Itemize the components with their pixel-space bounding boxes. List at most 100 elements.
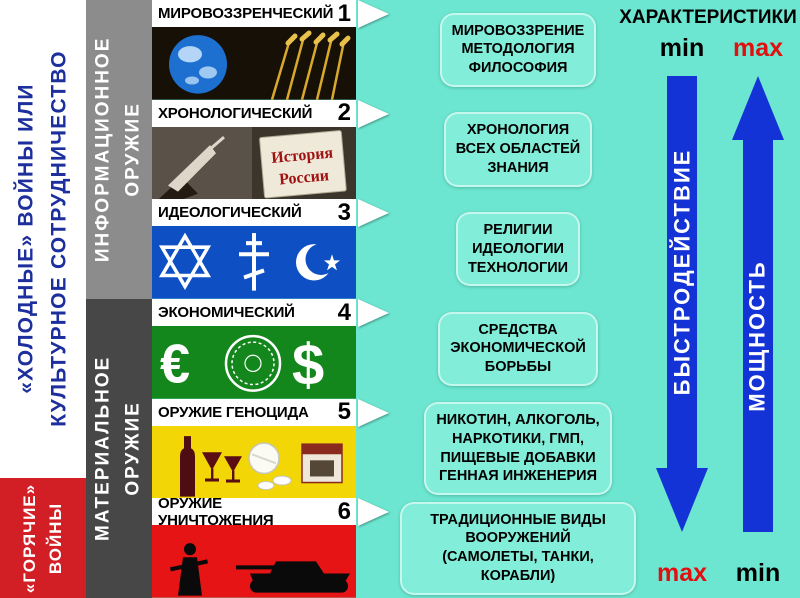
material-weapon-line2: ОРУЖИЕ — [123, 401, 145, 496]
desc-cell-1: МИРОВОЗЗРЕНИЕ МЕТОДОЛОГИЯ ФИЛОСОФИЯ — [400, 0, 642, 100]
power-top-label: max — [732, 34, 784, 62]
speed-arrow-label: БЫСТРОДЕЙСТВИЕ — [669, 148, 694, 396]
priority-number-5: 5 — [337, 398, 351, 426]
cold-wars-column: «ХОЛОДНЫЕ» ВОЙНЫ ИЛИ КУЛЬТУРНОЕ СОТРУДНИ… — [0, 0, 86, 598]
pills-icon — [248, 442, 292, 490]
cold-wars-label-area: «ХОЛОДНЫЕ» ВОЙНЫ ИЛИ КУЛЬТУРНОЕ СОТРУДНИ… — [0, 0, 86, 478]
priority-number-1: 1 — [337, 0, 351, 27]
money-icon: € $ — [152, 326, 356, 399]
desc-cell-2: ХРОНОЛОГИЯ ВСЕХ ОБЛАСТЕЙ ЗНАНИЯ — [400, 100, 642, 200]
alcohol-pills-cigarettes-icon — [152, 425, 356, 499]
desc-cell-3: РЕЛИГИИ ИДЕОЛОГИИ ТЕХНОЛОГИИ — [400, 199, 642, 299]
star-of-david-icon — [158, 232, 212, 291]
priority-label-4: ЭКОНОМИЧЕСКИЙ — [158, 304, 295, 322]
crescent-star-icon — [296, 244, 340, 281]
characteristics-title: ХАРАКТЕРИСТИКИ — [619, 7, 797, 28]
euro-icon: € — [160, 334, 190, 394]
priority-row-6: ОРУЖИЕ УНИЧТОЖЕНИЯ 6 — [152, 495, 642, 598]
arrow-cell-2 — [356, 99, 400, 200]
right-arrow-icon — [358, 498, 389, 527]
priority-block-4: ЭКОНОМИЧЕСКИЙ 4 € $ — [152, 299, 356, 399]
cold-wars-line2: КУЛЬТУРНОЕ СОТРУДНИЧЕСТВО — [47, 50, 71, 428]
right-arrow-icon — [358, 0, 389, 28]
cigarettes-icon — [301, 443, 343, 483]
description-box-3: РЕЛИГИИ ИДЕОЛОГИИ ТЕХНОЛОГИИ — [455, 211, 581, 287]
ideology-image — [152, 226, 356, 300]
worldview-image — [152, 27, 356, 100]
right-arrow-icon — [358, 398, 389, 427]
globe-wheat-icon — [152, 27, 356, 100]
description-text-3: РЕЛИГИИ ИДЕОЛОГИИ ТЕХНОЛОГИИ — [467, 221, 569, 276]
characteristics-panel: ХАРАКТЕРИСТИКИ min max БЫСТРОДЕЙСТВИЕ МО… — [619, 0, 800, 598]
description-text-2: ХРОНОЛОГИЯ ВСЕХ ОБЛАСТЕЙ ЗНАНИЯ — [455, 122, 581, 176]
book-title-line1: История — [271, 144, 334, 166]
right-arrow-icon — [358, 99, 389, 128]
priority-header-1: МИРОВОЗЗРЕНЧЕСКИЙ 1 — [152, 0, 356, 27]
wine-bottle-icon — [180, 435, 195, 497]
hot-wars-box: «ГОРЯЧИЕ» ВОЙНЫ — [0, 478, 86, 598]
priority-row-3: ИДЕОЛОГИЧЕСКИЙ 3 — [152, 198, 642, 300]
right-arrow-icon — [358, 299, 389, 328]
priority-block-5: ОРУЖИЕ ГЕНОЦИДА 5 — [152, 398, 356, 499]
priority-header-4: ЭКОНОМИЧЕСКИЙ 4 — [152, 298, 356, 327]
religions-icon — [152, 226, 356, 300]
speed-bottom-label: max — [656, 559, 708, 587]
arrow-cell-3 — [356, 199, 400, 299]
desc-cell-6: ТРАДИЦИОННЫЕ ВИДЫ ВООРУЖЕНИЙ (САМОЛЕТЫ, … — [400, 498, 642, 598]
description-text-1: МИРОВОЗЗРЕНИЕ МЕТОДОЛОГИЯ ФИЛОСОФИЯ — [451, 22, 585, 77]
power-arrow-up-icon: МОЩНОСТЬ — [732, 76, 784, 532]
information-weapon-line2: ОРУЖИЕ — [123, 102, 144, 197]
priority-number-3: 3 — [337, 198, 351, 226]
priority-block-2: ХРОНОЛОГИЧЕСКИЙ 2 История России — [152, 99, 356, 200]
orthodox-cross-icon — [239, 233, 269, 291]
economic-image: € $ — [152, 326, 356, 399]
desc-cell-4: СРЕДСТВА ЭКОНОМИЧЕСКОЙ БОРЬБЫ — [400, 299, 642, 399]
soldier-icon — [169, 543, 209, 597]
priority-header-5: ОРУЖИЕ ГЕНОЦИДА 5 — [152, 398, 356, 426]
description-text-6: ТРАДИЦИОННЫЕ ВИДЫ ВООРУЖЕНИЙ (САМОЛЕТЫ, … — [430, 511, 606, 585]
writing-hand-book-icon: История России — [152, 126, 356, 200]
priority-row-4: ЭКОНОМИЧЕСКИЙ 4 € $ — [152, 299, 642, 399]
description-text-4: СРЕДСТВА ЭКОНОМИЧЕСКОЙ БОРЬБЫ — [450, 321, 586, 376]
cold-wars-line1: «ХОЛОДНЫЕ» ВОЙНЫ ИЛИ — [14, 83, 38, 395]
description-text-5: НИКОТИН, АЛКОГОЛЬ, НАРКОТИКИ, ГМП, ПИЩЕВ… — [436, 411, 600, 485]
priorities-rows: МИРОВОЗЗРЕНЧЕСКИЙ 1 — [152, 0, 642, 598]
priority-label-3: ИДЕОЛОГИЧЕСКИЙ — [158, 204, 302, 222]
priority-label-5: ОРУЖИЕ ГЕНОЦИДА — [158, 403, 309, 421]
dollar-icon: $ — [292, 332, 324, 397]
coin-icon — [224, 334, 282, 392]
priority-label-1: МИРОВОЗЗРЕНЧЕСКИЙ — [158, 5, 334, 22]
speed-top-label: min — [659, 34, 705, 62]
priority-number-4: 4 — [337, 298, 351, 326]
description-box-6: ТРАДИЦИОННЫЕ ВИДЫ ВООРУЖЕНИЙ (САМОЛЕТЫ, … — [400, 501, 636, 595]
priority-label-6: ОРУЖИЕ УНИЧТОЖЕНИЯ — [158, 494, 274, 529]
description-box-5: НИКОТИН, АЛКОГОЛЬ, НАРКОТИКИ, ГМП, ПИЩЕВ… — [424, 401, 612, 496]
hot-wars-line1: «ГОРЯЧИЕ» — [20, 483, 40, 593]
priority-header-3: ИДЕОЛОГИЧЕСКИЙ 3 — [152, 198, 356, 227]
hot-wars-line2: ВОЙНЫ — [46, 502, 65, 574]
description-box-4: СРЕДСТВА ЭКОНОМИЧЕСКОЙ БОРЬБЫ — [438, 311, 598, 387]
soldier-tank-icon — [152, 525, 356, 598]
priority-block-6: ОРУЖИЕ УНИЧТОЖЕНИЯ 6 — [152, 495, 356, 598]
speed-arrow-down-icon: БЫСТРОДЕЙСТВИЕ — [656, 76, 708, 532]
wine-glass-icon — [202, 451, 242, 483]
priority-label-2: ХРОНОЛОГИЧЕСКИЙ — [158, 104, 313, 122]
power-bottom-label: min — [735, 559, 781, 587]
destruction-image — [152, 525, 356, 598]
description-box-2: ХРОНОЛОГИЯ ВСЕХ ОБЛАСТЕЙ ЗНАНИЯ — [443, 112, 593, 187]
information-weapon-line1: ИНФОРМАЦИОННОЕ — [92, 36, 114, 263]
weapon-class-column: ИНФОРМАЦИОННОЕ ОРУЖИЕ МАТЕРИАЛЬНОЕ ОРУЖИ… — [86, 0, 152, 598]
priority-row-1: МИРОВОЗЗРЕНЧЕСКИЙ 1 — [152, 0, 642, 100]
priority-number-2: 2 — [337, 99, 351, 127]
priority-block-3: ИДЕОЛОГИЧЕСКИЙ 3 — [152, 198, 356, 300]
priority-number-6: 6 — [337, 497, 351, 525]
arrow-cell-4 — [356, 299, 400, 399]
description-box-1: МИРОВОЗЗРЕНИЕ МЕТОДОЛОГИЯ ФИЛОСОФИЯ — [439, 12, 597, 88]
power-arrow-label: МОЩНОСТЬ — [745, 260, 771, 412]
information-weapon-strip: ИНФОРМАЦИОННОЕ ОРУЖИЕ — [86, 0, 152, 299]
chronology-image: История России — [152, 126, 356, 200]
arrow-cell-5 — [356, 398, 400, 499]
priority-header-6: ОРУЖИЕ УНИЧТОЖЕНИЯ 6 — [152, 495, 356, 529]
material-weapon-strip: МАТЕРИАЛЬНОЕ ОРУЖИЕ — [86, 299, 152, 598]
